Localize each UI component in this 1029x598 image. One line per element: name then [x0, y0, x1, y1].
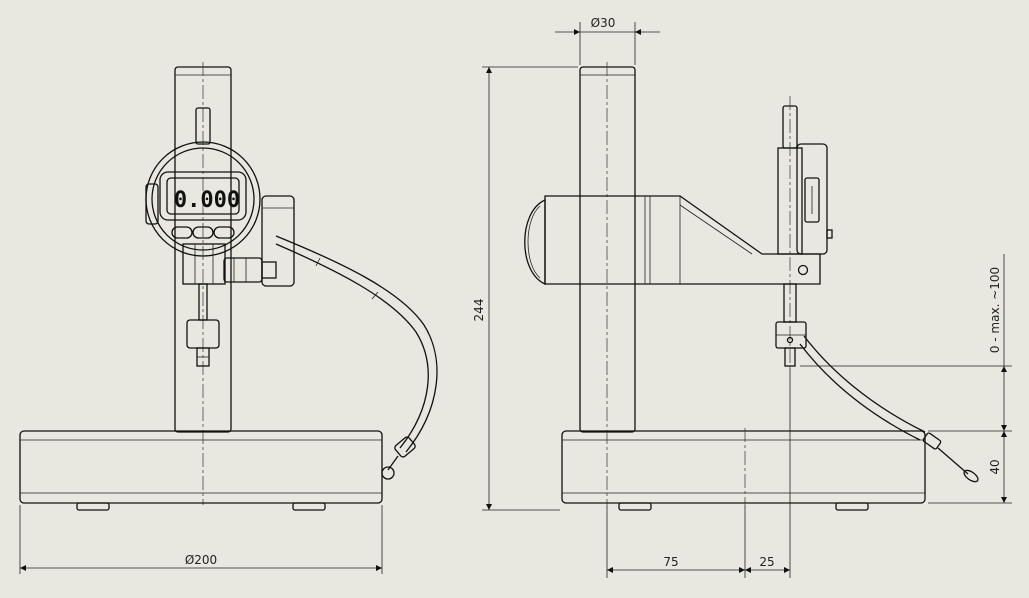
dim-text-measuring-range: 0 - max. ~100 [988, 267, 1002, 353]
indicator-stem [195, 107, 211, 145]
side-column [579, 66, 636, 433]
dim-total-height: 244 [472, 66, 578, 511]
dim-column-diameter: Ø30 [555, 16, 660, 65]
lifting-lever-housing [261, 195, 295, 287]
dim-text-total-height: 244 [472, 299, 486, 322]
side-foot-right [835, 502, 869, 511]
side-base [561, 428, 926, 511]
dim-measuring-range: 0 - max. ~100 [800, 254, 1012, 432]
dim-arm-reach: 75 [606, 368, 791, 578]
front-probe [186, 283, 220, 367]
side-view: Ø30 244 0 - max. ~100 40 [472, 16, 1012, 578]
indicator-button-3 [213, 226, 235, 239]
side-cable-release-knob [963, 469, 979, 483]
front-foot-left [76, 502, 110, 511]
side-clamp-knob [524, 198, 546, 286]
side-probe [775, 283, 807, 367]
front-lift-cable [275, 235, 438, 480]
dim-text-base-height: 40 [988, 459, 1002, 474]
dim-text-arm-reach: 75 [663, 555, 678, 569]
dim-probe-offset: 25 [745, 555, 790, 573]
display-reading: 0.000 [174, 188, 240, 213]
dim-base-diameter: Ø200 [19, 505, 383, 574]
side-lift-cable [799, 335, 979, 483]
front-base [19, 430, 383, 511]
side-arm [544, 195, 821, 285]
lock-knob [223, 257, 277, 283]
side-indicator [777, 96, 833, 368]
indicator-button-1 [171, 226, 193, 239]
dim-text-probe-offset: 25 [759, 555, 774, 569]
digital-display [166, 177, 240, 215]
front-view: 0.000 Ø200 [19, 62, 438, 574]
side-probe-tip [784, 347, 796, 367]
front-foot-right [292, 502, 326, 511]
dim-base-height: 40 [928, 431, 1012, 504]
dim-text-column-diameter: Ø30 [591, 16, 616, 30]
dim-text-base-diameter: Ø200 [185, 553, 217, 567]
side-foot-left [618, 502, 652, 511]
cable-release-knob [381, 466, 395, 480]
dial-indicator: 0.000 [145, 141, 261, 257]
indicator-button-2 [192, 226, 214, 239]
